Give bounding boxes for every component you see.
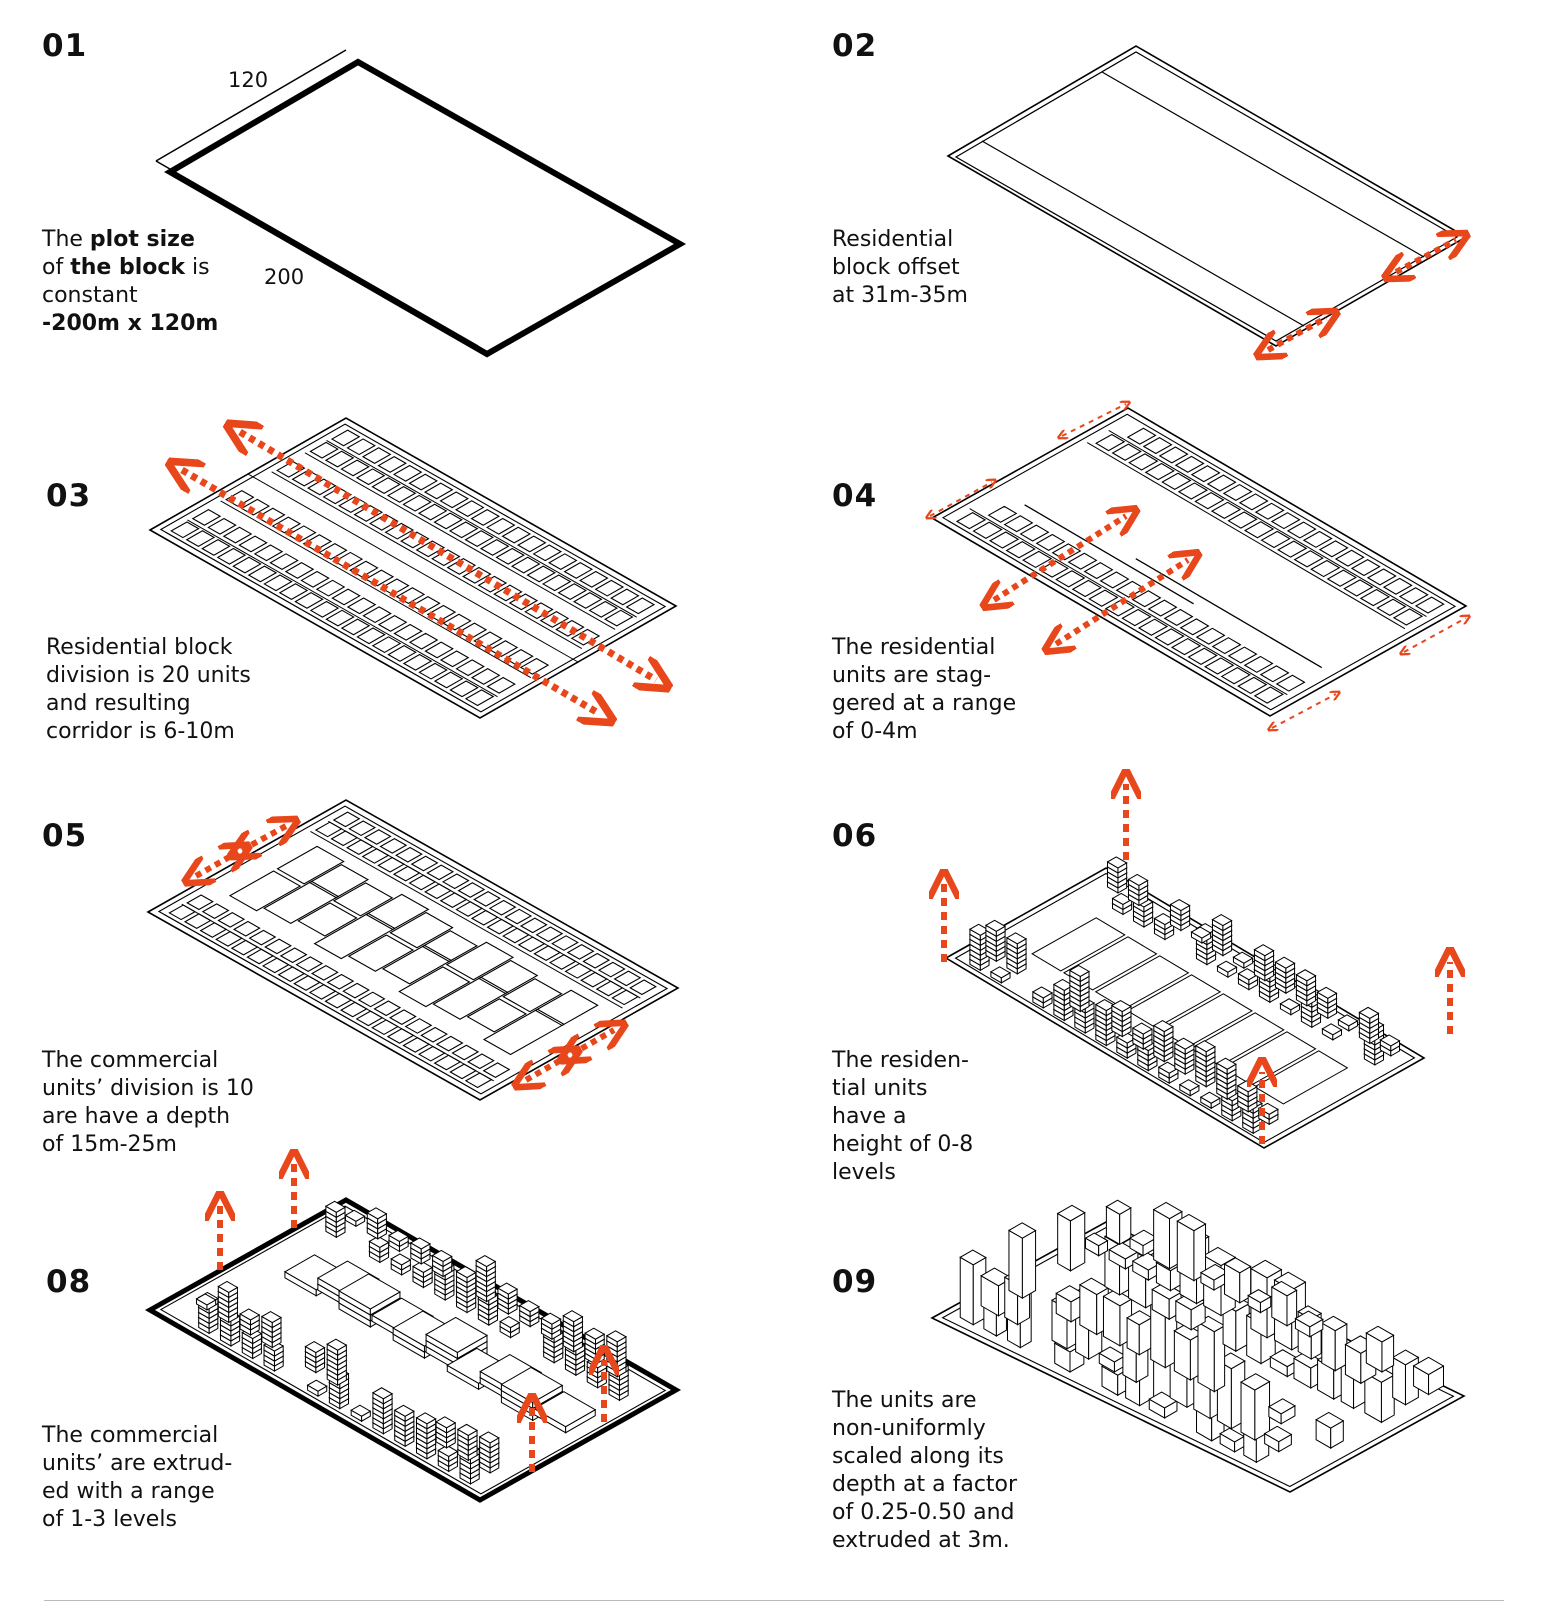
- caption-02: Residential block offset at 31m-35m: [832, 227, 968, 308]
- diagram-05-commercial: [146, 799, 680, 1101]
- stagger-arrow-a: [994, 516, 1126, 600]
- caption-06: The residen- tial units have a height of…: [832, 1048, 974, 1185]
- small-stagger-arrow-1: [1062, 404, 1126, 436]
- step-number-01: 01: [42, 28, 88, 64]
- small-stagger-arrow-2: [1404, 618, 1466, 652]
- diagram-03-division: [148, 417, 676, 718]
- depth-arrow-a: [196, 852, 238, 876]
- offset-arrow-a: [1268, 318, 1326, 350]
- caption-01: The plot size of the block is constant -…: [42, 227, 219, 336]
- stagger-arrow-b: [1056, 560, 1188, 644]
- depth-arrow-c: [526, 1056, 568, 1080]
- caption-09: The units are non-uniformly scaled along…: [832, 1388, 1018, 1553]
- offset-arrow-b: [1396, 240, 1456, 272]
- step-number-08: 08: [46, 1264, 92, 1300]
- diagram-01-plot: [155, 49, 687, 358]
- diagram-08-commercial-extrusion: [144, 1164, 682, 1503]
- caption-08: The commercial units’ are extrud- ed wit…: [42, 1423, 233, 1532]
- step-number-06: 06: [832, 818, 878, 854]
- depth-arrow-d: [572, 1030, 614, 1054]
- step-number-02: 02: [832, 28, 878, 64]
- caption-04: The residential units are stag- gered at…: [832, 635, 1017, 744]
- dimension-label-200: 200: [264, 265, 305, 289]
- small-stagger-arrow-3: [1272, 694, 1336, 728]
- step-number-03: 03: [46, 478, 92, 514]
- corridor-arrow-b: [182, 470, 600, 714]
- caption-03: Residential block division is 20 units a…: [46, 635, 251, 744]
- caption-05: The commercial units’ division is 10 are…: [42, 1048, 254, 1157]
- diagram-02-offset: [946, 45, 1466, 350]
- dimension-label-120: 120: [228, 68, 269, 92]
- bottom-divider: [44, 1600, 1504, 1601]
- diagram-06-residential-height: [944, 784, 1450, 1149]
- step-number-05: 05: [42, 818, 88, 854]
- diagram-09-scaled-units: [930, 1199, 1466, 1493]
- small-stagger-arrow-0: [930, 482, 992, 516]
- depth-arrow-b: [242, 826, 286, 850]
- diagram-04-stagger: [930, 404, 1466, 728]
- step-number-09: 09: [832, 1264, 878, 1300]
- step-number-04: 04: [832, 478, 878, 514]
